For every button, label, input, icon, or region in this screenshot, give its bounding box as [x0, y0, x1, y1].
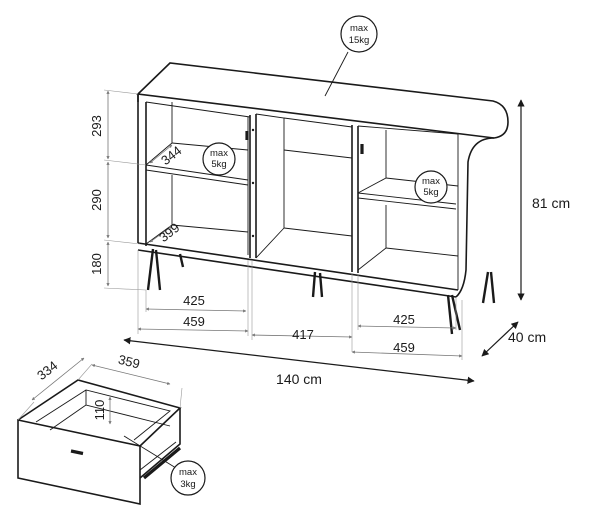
dim-height-upper: 293	[89, 115, 104, 137]
badge-right-shelf-line1: max	[422, 176, 440, 187]
dim-outer-width-left: 459	[183, 314, 205, 329]
dim-drawer-width: 359	[117, 352, 142, 372]
drawer-drawing: 334 359 110	[17, 352, 183, 505]
dim-total-depth: 40 cm	[508, 329, 546, 345]
dim-total-width: 140 cm	[276, 371, 322, 387]
badge-top-line1: max	[350, 23, 368, 34]
dim-height-middle: 290	[89, 189, 104, 211]
dim-shelf-depth: 344	[158, 143, 184, 168]
vertical-dimensions: 293 290 180	[89, 89, 147, 291]
overall-dimensions-right: 81 cm 40 cm	[481, 99, 570, 357]
badge-drawer-line2: 3kg	[180, 479, 195, 490]
dim-center-width: 417	[292, 327, 314, 342]
dim-total-height: 81 cm	[532, 195, 570, 211]
dim-inner-width-left: 425	[183, 293, 205, 308]
load-badges: max 15kg max 5kg max 5kg max 3kg	[123, 15, 448, 496]
badge-left-shelf-line2: 5kg	[211, 159, 226, 170]
badge-drawer-line1: max	[179, 467, 197, 478]
dim-drawer-height: 110	[92, 400, 107, 421]
badge-right-shelf-line2: 5kg	[423, 187, 438, 198]
dim-height-lower: 180	[89, 253, 104, 275]
badge-left-shelf-line1: max	[210, 148, 228, 159]
interior-depths: 344 399	[149, 143, 184, 245]
dim-outer-width-right: 459	[393, 340, 415, 355]
dim-drawer-depth: 334	[34, 358, 60, 383]
dim-inner-depth: 399	[156, 220, 182, 245]
badge-top-line2: 15kg	[349, 35, 370, 46]
width-dimensions: 425 459 417 425 459 140 cm	[123, 250, 475, 387]
dim-inner-width-right: 425	[393, 312, 415, 327]
